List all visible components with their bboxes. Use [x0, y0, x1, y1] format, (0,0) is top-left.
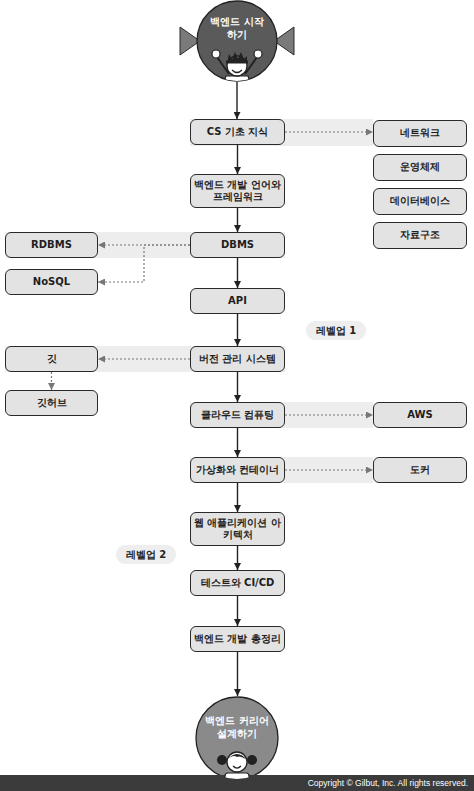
process-box: 자료구조	[373, 222, 467, 249]
node-text: RDBMS	[31, 239, 72, 252]
dotted-arrow	[285, 131, 373, 132]
fist	[254, 50, 262, 58]
process-box: NoSQL	[5, 269, 98, 295]
process-box: 데이터베이스	[373, 188, 467, 215]
process-box: API	[190, 288, 285, 314]
node-text: 웹 애플리케이션 아키텍처	[193, 517, 282, 542]
process-box: 네트워크	[373, 120, 467, 147]
process-box: DBMS	[190, 232, 285, 258]
body	[224, 76, 250, 82]
flow-arrow	[237, 372, 238, 402]
node-text: 테스트와 CI/CD	[201, 577, 275, 590]
hair	[227, 52, 247, 63]
dotted-arrow	[51, 372, 52, 390]
node-text: AWS	[407, 409, 433, 422]
head	[227, 752, 247, 772]
process-box: 버전 관리 시스템	[190, 346, 285, 372]
node-text: 깃	[47, 353, 57, 366]
node-text: NoSQL	[33, 276, 70, 289]
body	[225, 773, 249, 785]
process-box: 운영체제	[373, 154, 467, 181]
process-box: AWS	[373, 402, 467, 428]
process-box: 깃	[5, 346, 98, 372]
flow-arrow	[237, 428, 238, 457]
node-text: 도커	[410, 464, 430, 477]
pigtail	[247, 755, 257, 765]
smiling-person	[217, 752, 257, 785]
fist	[212, 50, 220, 58]
circle-shape	[196, 697, 278, 779]
process-box: 웹 애플리케이션 아키텍처	[190, 512, 285, 546]
bangs	[227, 754, 247, 760]
node-text: 백엔드 개발 총정리	[194, 633, 281, 646]
row-band	[190, 457, 373, 483]
flow-arrow	[237, 483, 238, 512]
mouth	[232, 70, 242, 73]
node-text: DBMS	[221, 239, 254, 252]
flow-arrow	[237, 145, 238, 174]
dotted-arrow	[98, 244, 190, 245]
circle-outline	[196, 0, 278, 82]
node-text: 가상화와 컨테이너	[196, 464, 279, 477]
node-text: 네트워크	[400, 127, 440, 140]
pigtail	[217, 755, 227, 765]
level-badge: 레벨업 2	[116, 545, 176, 564]
node-text: API	[228, 295, 247, 308]
end-circle: 백엔드 커리어 설계하기	[195, 696, 279, 780]
process-box: 테스트와 CI/CD	[190, 570, 285, 596]
node-text: 깃허브	[37, 397, 67, 410]
flow-arrow	[237, 652, 238, 696]
flow-arrow	[237, 546, 238, 570]
process-box: 백엔드 개발 총정리	[190, 626, 285, 652]
node-text: CS 기초 지식	[207, 126, 269, 139]
row-band	[5, 346, 285, 372]
arm	[217, 57, 229, 74]
head	[227, 56, 247, 76]
node-text: 백엔드 개발 언어와 프레임워크	[193, 179, 282, 204]
level-badge: 레벨업 1	[306, 321, 366, 340]
flow-arrow	[237, 596, 238, 626]
row-band	[190, 402, 373, 428]
process-box: 가상화와 컨테이너	[190, 457, 285, 483]
flow-arrow	[236, 82, 237, 119]
flow-arrow	[237, 208, 238, 232]
cheering-person	[212, 50, 262, 82]
process-box: RDBMS	[5, 232, 98, 258]
arm	[245, 57, 257, 74]
process-box: 깃허브	[5, 390, 98, 416]
node-text: 백엔드 커리어 설계하기	[201, 715, 273, 740]
copyright-notice: Copyright © Gilbut, Inc. All rights rese…	[0, 775, 474, 791]
row-band	[190, 119, 373, 146]
process-box: CS 기초 지식	[190, 119, 285, 145]
dotted-arrow	[285, 469, 373, 470]
process-box: 백엔드 개발 언어와 프레임워크	[190, 174, 285, 208]
node-text: 운영체제	[400, 161, 440, 174]
process-box: 도커	[373, 457, 467, 483]
mouth	[233, 766, 241, 768]
process-box: 클라우드 컴퓨팅	[190, 402, 285, 428]
row-band	[5, 232, 285, 258]
start-circle: 백엔드 시작하기	[196, 0, 278, 82]
node-text: 버전 관리 시스템	[199, 353, 276, 366]
dotted-arrow	[98, 358, 190, 359]
dotted-arrow	[98, 245, 190, 282]
headband	[226, 61, 248, 64]
flow-arrow	[237, 258, 238, 288]
circle-shape	[197, 1, 277, 81]
flow-arrow	[237, 314, 238, 346]
node-text: 클라우드 컴퓨팅	[201, 409, 274, 422]
node-text: 자료구조	[400, 229, 440, 242]
node-text: 백엔드 시작하기	[209, 16, 265, 41]
node-text: 데이터베이스	[390, 195, 450, 208]
dotted-arrow	[285, 414, 373, 415]
